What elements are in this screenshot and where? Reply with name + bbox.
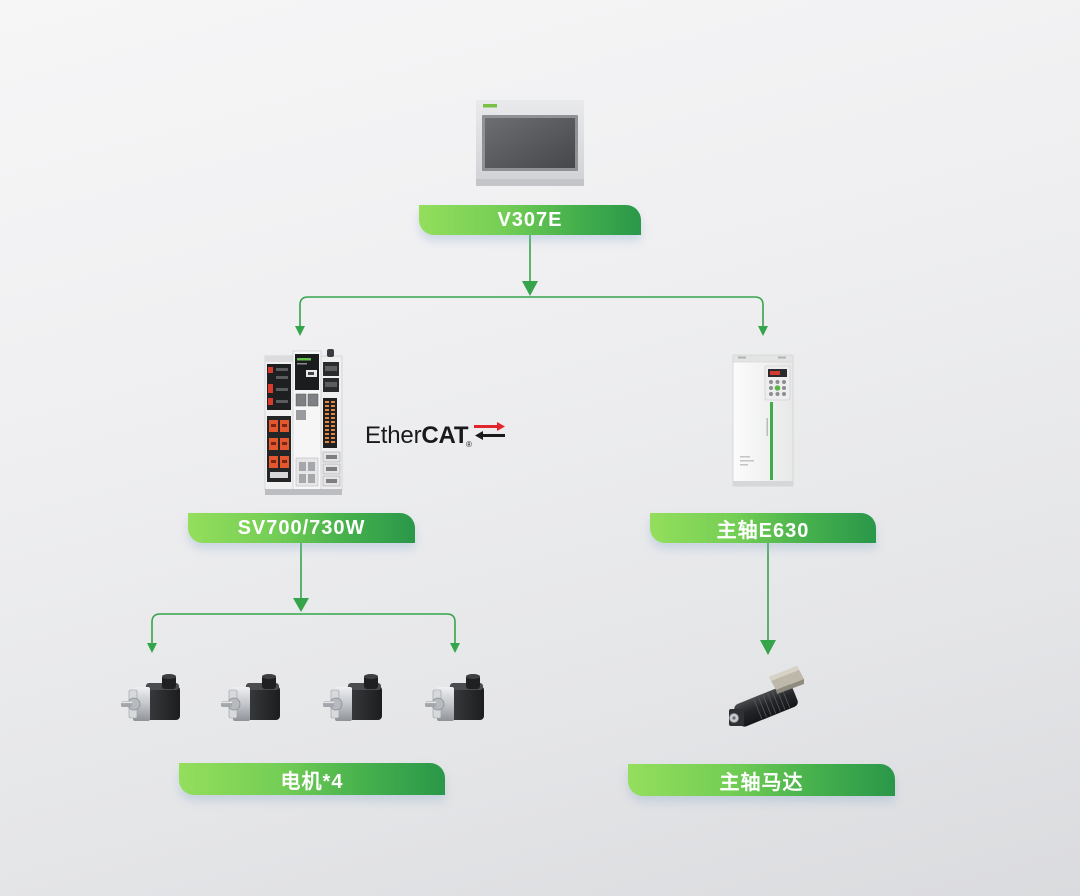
ethercat-logo-ether: Ether: [365, 422, 422, 449]
arrow-down-icon: [295, 326, 305, 336]
spindle-motor-label: 主轴马达: [628, 764, 895, 796]
inverter-green-stripe: [770, 402, 773, 480]
arrow-down-icon: [522, 281, 538, 296]
arrow-down-icon: [760, 640, 776, 655]
drive-base: [265, 489, 342, 495]
drive-right-module: [320, 349, 343, 491]
servo-motor-icon: [424, 672, 488, 728]
inverter-keypad: [764, 365, 791, 401]
servo-motors-label: 电机*4: [179, 763, 445, 795]
ethercat-logo: EtherCAT®: [365, 420, 472, 452]
spindle-motor-icon: [729, 666, 804, 727]
arrow-down-icon: [450, 643, 460, 653]
drive-left-module: [264, 355, 294, 491]
spindle-inverter-label: 主轴E630: [650, 513, 876, 543]
arrow-down-icon: [147, 643, 157, 653]
hmi-screen: [485, 118, 575, 168]
ethercat-logo-cat: CAT: [421, 422, 469, 449]
ethercat-registered-mark: ®: [466, 440, 472, 449]
hmi-brand-mark: [483, 104, 497, 108]
servo-motor-icon: [322, 672, 386, 728]
connector-servo-drive-branch: [151, 613, 456, 645]
drive-middle-module: [292, 350, 322, 491]
servo-drive-label: SV700/730W: [188, 513, 415, 543]
arrow-down-icon: [758, 326, 768, 336]
servo-motor-icon: [220, 672, 284, 728]
connector-hmi-branch: [299, 296, 764, 328]
servo-motor-icon: [120, 672, 184, 728]
servo-drive-icon: [264, 349, 343, 495]
inverter-icon: [732, 354, 794, 487]
ethercat-arrows-icon: [474, 422, 505, 440]
hmi-label: V307E: [419, 205, 641, 235]
spindle-nose: [729, 709, 744, 726]
hmi-touchscreen-icon: [476, 100, 584, 186]
spindle-terminal-box: [769, 666, 804, 694]
arrow-down-icon: [293, 598, 309, 612]
